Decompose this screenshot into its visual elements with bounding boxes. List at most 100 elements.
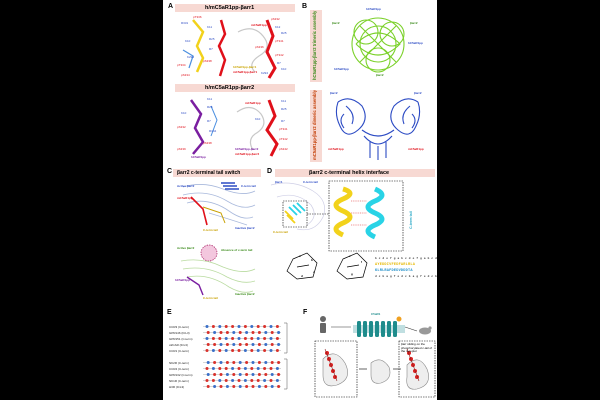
motif-residue: [218, 379, 222, 382]
motif-residue: [243, 325, 247, 328]
d-wheel-e: e: [349, 254, 351, 258]
motif-residue: [250, 325, 254, 328]
motif-residue: [269, 379, 273, 382]
d-tag-cterm-3: C-term tail: [409, 211, 413, 229]
gpcr-3: α2CAR (ICL3): [169, 343, 188, 347]
res-k294: K294: [187, 55, 195, 59]
motif-residue: [269, 367, 273, 370]
panel-d-contacts: [351, 200, 367, 226]
b-tag-barr2-5: βarr2: [414, 91, 422, 95]
panel-b-label: B: [302, 3, 308, 10]
b-tag-barr2-1: βarr2: [332, 21, 340, 25]
motif-residue: [231, 367, 235, 370]
panel-c-red-tail: [190, 196, 208, 226]
panel-f-human-icon: [320, 316, 326, 333]
motif-residue: [256, 337, 260, 340]
motif-residue: [231, 379, 235, 382]
motif-residue: [245, 385, 249, 388]
gpcr-0: CCR3 (C-term): [169, 325, 190, 329]
res-k10-b: K10: [281, 67, 287, 71]
res-r25: R25: [209, 37, 215, 41]
panel-b: B hC5aR1pp-βarr2 trimeric assembly mC5aR…: [300, 2, 437, 165]
d-wheel-g: g: [351, 272, 353, 276]
panel-b-dimer: [335, 98, 421, 160]
figure: A h/mC5aR1pp-βarr1 h/mC5aR1pp-βarr2 R331…: [163, 0, 437, 400]
panel-d-wheel-1: [286, 252, 318, 280]
tag-hc5ar1pp-barr1: hC5aR1pp-βarr1: [233, 65, 257, 69]
panel-d-ribbons: [270, 182, 325, 231]
res2-pt341: pT341: [279, 127, 288, 131]
b-tag-barr2-3: βarr2: [376, 73, 384, 77]
d-tag-barr1: βarr1: [275, 180, 283, 184]
d-wheel-b: b: [311, 258, 313, 262]
res-k10: K10: [185, 39, 191, 43]
res2-r25: R25: [207, 105, 213, 109]
d-wheel-c: c: [313, 270, 315, 274]
c-tag-mc5ar1pp: mC5aR1pp: [177, 196, 193, 200]
tag2-mc5ar1pp: mC5aR1pp: [245, 101, 261, 105]
motif-residue: [205, 349, 209, 352]
motif-residue: [237, 337, 241, 340]
motif-residue: [213, 361, 217, 364]
res2-k10: K10: [181, 111, 187, 115]
panel-b-band-top: [310, 10, 322, 82]
motif-residue: [238, 331, 242, 334]
panel-c: C βarr2 c-terminal tail switch Active βa…: [163, 167, 263, 307]
panel-a-title-2: h/mC5aR1pp-βarr2: [205, 85, 255, 91]
c-tag-active-2: Active βarr2: [177, 246, 195, 250]
res-r7: R7: [209, 47, 213, 51]
motif-residue: [238, 343, 242, 346]
motif-residue: [237, 379, 241, 382]
motif-residue: [206, 385, 210, 388]
d-wheel-f: f: [361, 260, 362, 264]
motif-residue: [257, 343, 261, 346]
panel-d-small-cyan-helix: [288, 202, 306, 216]
b-tag-barr2-2: βarr2: [410, 21, 418, 25]
motif-residue: [264, 385, 268, 388]
motif-residue: [218, 337, 222, 340]
motif-residue: [205, 325, 209, 328]
c-tag-inactive-1: Inactive βarr2: [235, 226, 255, 230]
motif-residue: [205, 337, 209, 340]
motif-residue: [251, 361, 255, 364]
motif-residue: [263, 337, 267, 340]
motif-residue: [275, 349, 279, 352]
panel-d-zoom-frame: [328, 180, 404, 252]
gpcr-7: GPR132 (C-term): [169, 373, 193, 377]
motif-residue: [211, 349, 215, 352]
motif-residue: [211, 367, 215, 370]
gpcr-2: GPR151 (C-term): [169, 337, 193, 341]
motif-residue: [219, 361, 223, 364]
b-tag-hc5ar1pp-3: hC5aR1pp: [334, 67, 349, 71]
res2-ps332: pS332: [177, 125, 186, 129]
panel-a-chain-blue: [182, 49, 194, 69]
motif-residue: [218, 349, 222, 352]
motif-residue: [206, 373, 210, 376]
c-tag-active-1: Active βarr2: [177, 184, 195, 188]
res2-ps342: pS342: [279, 147, 288, 151]
panel-a-chain-blue-2: [210, 105, 218, 137]
motif-residue: [257, 361, 261, 364]
panel-f-barr-2: [406, 359, 429, 390]
panel-a: A h/mC5aR1pp-βarr1 h/mC5aR1pp-βarr2 R331…: [163, 2, 298, 165]
motif-residue: [237, 367, 241, 370]
motif-residue: [238, 361, 242, 364]
motif-residue: [277, 373, 281, 376]
panel-e: E CCR3 (C-term) GPR146 (ICL3) GPR151 (C-…: [163, 309, 299, 400]
panel-c-helix: [221, 182, 239, 190]
c-tag-inactive-2: Inactive βarr2: [235, 292, 255, 296]
c-tag-cterm-3: C-term tail: [203, 296, 218, 300]
gpcr-8: NK1R (C-term): [169, 379, 189, 383]
panel-a-title-band-1: [175, 4, 295, 12]
motif-residue: [245, 331, 249, 334]
d-seq-1: AYEDDIVFEDFARLRLA: [375, 263, 416, 267]
panel-c-bottom-ribbons: [180, 259, 256, 293]
motif-residue: [270, 373, 274, 376]
motif-residue: [245, 373, 249, 376]
res-ps336: pS336: [255, 45, 264, 49]
motif-residue: [224, 337, 228, 340]
res-r25-b: R25: [281, 31, 287, 35]
motif-residue: [219, 331, 223, 334]
c-tag-hc5ar1pp: hC5aR1pp: [175, 278, 190, 282]
motif-residue: [213, 331, 217, 334]
